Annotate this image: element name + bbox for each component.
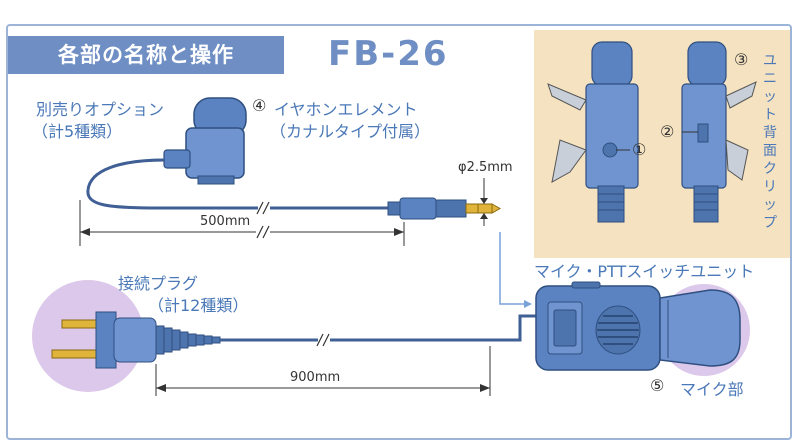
ptt-unit-label: マイク・PTTスイッチユニット (534, 262, 755, 281)
connector-length-label: 900mm (290, 370, 341, 385)
plug-size-label: φ2.5mm (458, 160, 513, 175)
unit-back-clip-label: ユ ニ ッ ト 背 面 ク リ ッ プ (763, 53, 777, 231)
clip-device-side (681, 41, 757, 223)
earphone-element-note: （カナルタイプ付属） (270, 122, 431, 141)
connector-plug-label: 接続プラグ (118, 274, 199, 293)
callout-1: ① (632, 140, 647, 159)
model-name: FB-26 (328, 34, 449, 74)
earphone-cable (86, 158, 258, 210)
section-title: 各部の名称と操作 (8, 36, 284, 74)
earphone-element (163, 97, 247, 185)
earphone-element-label: イヤホンエレメント (274, 100, 418, 119)
clip-device-front (547, 41, 639, 223)
earphone-count-label: （計5種類） (32, 122, 123, 141)
callout-3: ③ (734, 50, 749, 69)
connector-plug (51, 311, 221, 369)
ptt-switch-unit (535, 281, 741, 371)
connector-count-label: （計12種類） (148, 296, 249, 315)
clip-panel (534, 30, 790, 258)
link-arrow (499, 232, 530, 305)
callout-4: ④ (252, 96, 267, 115)
callout-5: ⑤ (650, 376, 665, 395)
earphone-length-label: 500mm (200, 214, 251, 229)
sold-separately-label: 別売りオプション (36, 100, 165, 119)
mic-part-label: マイク部 (680, 380, 744, 399)
earphone-plug (387, 197, 502, 220)
callout-2: ② (660, 122, 675, 141)
